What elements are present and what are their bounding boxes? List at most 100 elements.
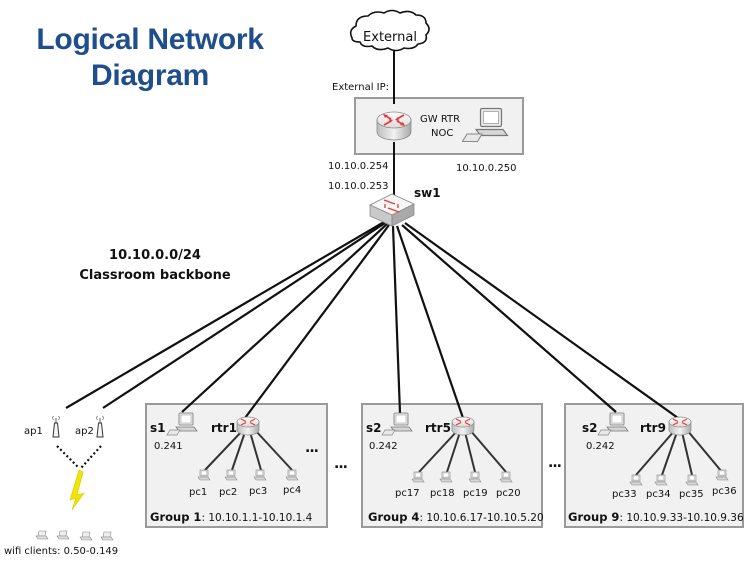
wifi-clients-label: wifi clients: 0.50-0.149 — [4, 546, 119, 557]
router-name: rtr9 — [640, 421, 666, 435]
pc-label: pc4 — [283, 485, 302, 496]
laptop-icon — [35, 530, 49, 540]
gateway-label-line2: NOC — [431, 128, 454, 139]
ellipsis: ... — [548, 455, 562, 471]
router-icon — [668, 416, 692, 436]
external-ip-label: External IP: — [332, 82, 390, 93]
noc-computer-icon[interactable] — [461, 107, 509, 143]
switch-icon — [369, 193, 415, 227]
gateway-router-icon — [376, 111, 412, 141]
title-line-2: Diagram — [91, 59, 209, 92]
gateway-router-ip: 10.10.0.254 — [328, 161, 389, 172]
pc-label: pc20 — [496, 488, 521, 499]
pc-label: pc3 — [249, 486, 268, 497]
server-icon — [597, 412, 629, 436]
link-sw1-s2-g4 — [391, 225, 402, 414]
link-sw1-rtr9 — [404, 222, 679, 419]
server-name: s2 — [582, 421, 598, 435]
group-label: Group 1 — [150, 510, 202, 524]
backbone-label: 10.10.0.0/24 Classroom backbone — [55, 246, 255, 286]
pc-icon — [685, 474, 699, 486]
group-label: Group 9 — [568, 510, 620, 524]
group-label: Group 4 — [368, 510, 420, 524]
switch-name: sw1 — [414, 186, 441, 200]
wifi-link-ap2 — [80, 445, 102, 469]
router-name: rtr5 — [425, 421, 451, 435]
server-icon — [166, 412, 198, 436]
title-line-1: Logical Network — [36, 23, 264, 56]
group-range: : 10.10.9.33-10.10.9.36 — [619, 512, 744, 524]
link-rtr1-pc2 — [231, 431, 246, 471]
laptop-icon — [100, 531, 114, 541]
pc-label: pc1 — [189, 487, 208, 498]
backbone-name: Classroom backbone — [79, 268, 231, 283]
pc-icon — [224, 469, 238, 481]
pc-icon — [468, 471, 482, 483]
pc-icon — [253, 469, 267, 481]
link-rtr9-pc36 — [686, 429, 723, 473]
router-name: rtr1 — [211, 421, 237, 435]
group-range: : 10.10.6.17-10.10.5.20 — [419, 512, 544, 524]
server-ip: 0.241 — [154, 441, 183, 452]
link-rtr9-pc34 — [661, 431, 678, 476]
router-icon — [451, 416, 475, 436]
link-rtr1-pc3 — [249, 431, 262, 471]
pc-icon — [285, 469, 299, 481]
group-caption: Group 1: 10.10.1.1-10.10.1.4 — [150, 510, 312, 524]
laptop-icon — [79, 531, 93, 541]
server-icon — [381, 412, 413, 436]
lightning-icon — [69, 469, 85, 511]
pc-label: pc33 — [612, 489, 637, 500]
pc-icon — [197, 469, 211, 481]
switch-ip: 10.10.0.253 — [328, 181, 389, 192]
link-sw1-s1 — [181, 223, 388, 413]
ellipsis: ... — [305, 440, 319, 456]
server-ip: 0.242 — [586, 441, 615, 452]
pc-label: pc18 — [430, 488, 455, 499]
pc-icon — [654, 474, 668, 486]
access-point-icon — [96, 415, 104, 438]
router-icon — [236, 416, 260, 436]
wifi-link-ap1 — [56, 445, 80, 469]
link-rtr5-pc18 — [446, 431, 461, 473]
link-rtr1-pc1 — [204, 429, 244, 471]
link-rtr9-pc35 — [681, 431, 693, 476]
pc-icon — [629, 474, 643, 486]
pc-label: pc35 — [679, 489, 704, 500]
pc-label: pc17 — [395, 488, 420, 499]
pc-label: pc19 — [463, 488, 488, 499]
link-rtr5-pc17 — [418, 429, 459, 473]
link-rtr5-pc20 — [469, 429, 507, 473]
pc-icon — [439, 471, 453, 483]
group-range: : 10.10.1.1-10.10.1.4 — [201, 512, 313, 524]
backbone-links — [65, 221, 679, 419]
page-title: Logical Network Diagram — [0, 22, 300, 94]
link-rtr9-pc33 — [635, 429, 676, 476]
access-point-icon — [52, 415, 60, 438]
group-caption: Group 4: 10.10.6.17-10.10.5.20 — [368, 510, 544, 524]
laptop-icon — [56, 530, 70, 540]
link-rtr1-pc4 — [254, 429, 293, 471]
cloud-label: External — [363, 30, 417, 45]
link-sw1-ap1 — [65, 221, 385, 409]
server-ip: 0.242 — [369, 441, 398, 452]
pc-icon — [715, 469, 729, 481]
link-rtr5-pc19 — [464, 431, 476, 473]
ellipsis: ... — [334, 456, 348, 472]
group-box-9 — [564, 403, 744, 528]
link-sw1-rtr5 — [395, 225, 465, 419]
pc-label: pc34 — [646, 489, 671, 500]
server-name: s2 — [366, 421, 382, 435]
link-sw1-s2-g9 — [401, 224, 617, 413]
pc-icon — [499, 471, 513, 483]
server-name: s1 — [150, 421, 166, 435]
link-sw1-rtr1 — [244, 224, 390, 419]
ap2-label: ap2 — [75, 426, 94, 437]
pc-label: pc36 — [712, 486, 737, 497]
pc-label: pc2 — [219, 487, 238, 498]
group-caption: Group 9: 10.10.9.33-10.10.9.36 — [568, 510, 744, 524]
gateway-label-line1: GW RTR — [420, 114, 461, 125]
internet-cloud-icon — [349, 9, 430, 52]
link-sw1-ap2 — [102, 222, 386, 409]
